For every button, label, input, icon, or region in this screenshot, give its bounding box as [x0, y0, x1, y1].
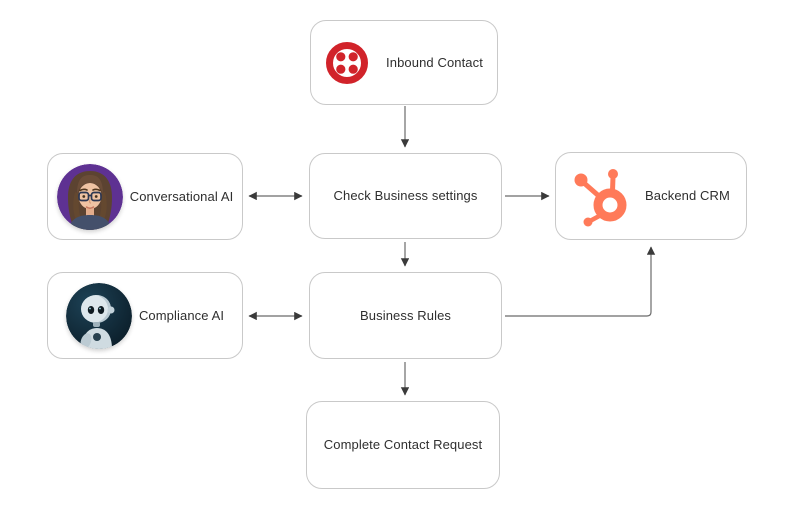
edge-business-rules-to-backend-crm: [505, 246, 656, 317]
node-inbound-contact: Inbound Contact: [310, 20, 498, 105]
node-compliance-ai: Compliance AI: [47, 272, 243, 359]
node-label-conversational-ai: Conversational AI: [129, 188, 234, 204]
node-business-rules: Business Rules: [309, 272, 502, 359]
node-backend-crm: Backend CRM: [555, 152, 747, 240]
node-label-backend-crm: Backend CRM: [645, 188, 730, 204]
node-label-check-business-settings: Check Business settings: [333, 188, 478, 204]
hubspot-icon: [572, 165, 634, 227]
node-label-inbound-contact: Inbound Contact: [386, 54, 483, 70]
compliance-ai-avatar: [65, 282, 132, 349]
node-check-business-settings: Check Business settings: [309, 153, 502, 239]
conversational-ai-avatar: [56, 163, 123, 230]
node-label-compliance-ai: Compliance AI: [138, 307, 225, 323]
node-conversational-ai: Conversational AI: [47, 153, 243, 240]
twilio-icon: [325, 41, 369, 85]
node-label-business-rules: Business Rules: [360, 307, 451, 323]
node-label-complete-contact-request: Complete Contact Request: [323, 437, 483, 453]
node-complete-contact-request: Complete Contact Request: [306, 401, 500, 489]
